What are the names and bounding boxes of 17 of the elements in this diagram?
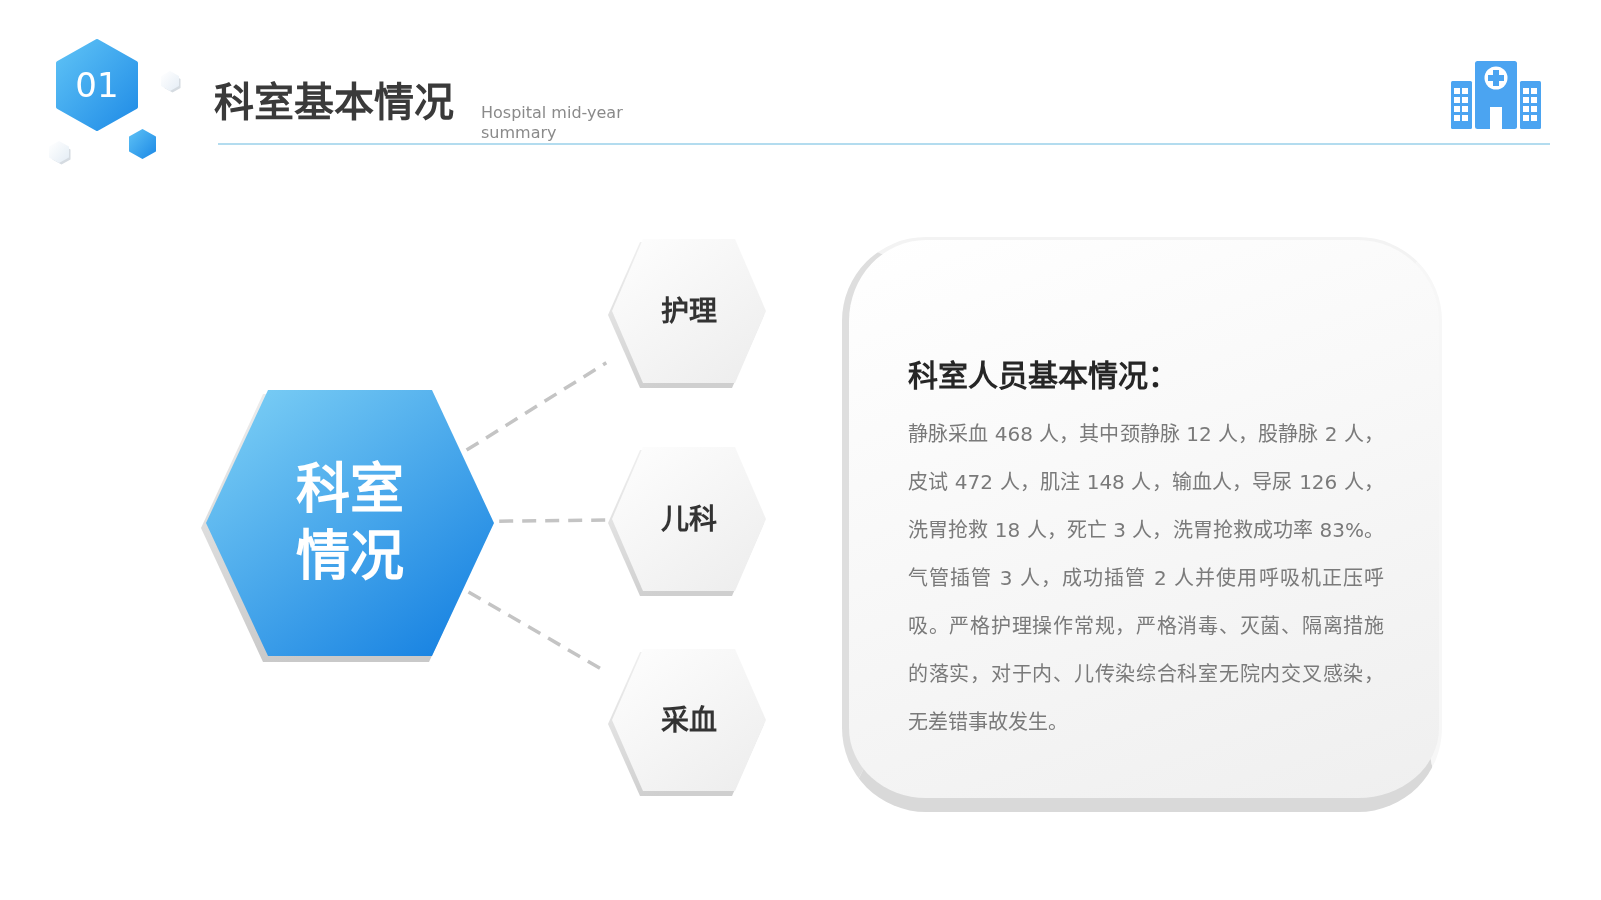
rounded-card	[842, 237, 1442, 812]
subtitle: Hospital mid-year summary	[481, 103, 624, 143]
hexagon-node	[608, 239, 766, 388]
node-label: 采血	[660, 702, 718, 738]
node-label: 科室情况	[295, 457, 405, 590]
node-label: 护理	[660, 293, 718, 329]
node-label: 01	[74, 64, 120, 106]
card-heading: 科室人员基本情况：	[908, 357, 1179, 395]
node-label: 儿科	[660, 501, 718, 537]
hexagon-node	[201, 390, 494, 662]
hexagon-node	[608, 649, 766, 796]
dashed-connector	[465, 361, 608, 452]
hexagon-node	[608, 447, 766, 596]
dashed-connector	[499, 518, 606, 523]
page-title: 科室基本情况	[214, 78, 454, 127]
hexagon-badge	[56, 39, 138, 131]
card-text: 静脉采血 468 人，其中颈静脉 12 人，股静脉 2 人，皮试 472 人，肌注 148 人，输血人，导尿 126 人，洗胃抢救 18 人，死亡 3 人，洗胃抢救成功率 83%。气管插管 3 人，成功插管 2 人并使用呼吸机正压呼吸。严格护理操作常规，严格消毒、灭菌、隔离措施的落实，对于内、儿传染综合科室无院内交叉感染，无差错事故发生。	[908, 421, 1384, 736]
